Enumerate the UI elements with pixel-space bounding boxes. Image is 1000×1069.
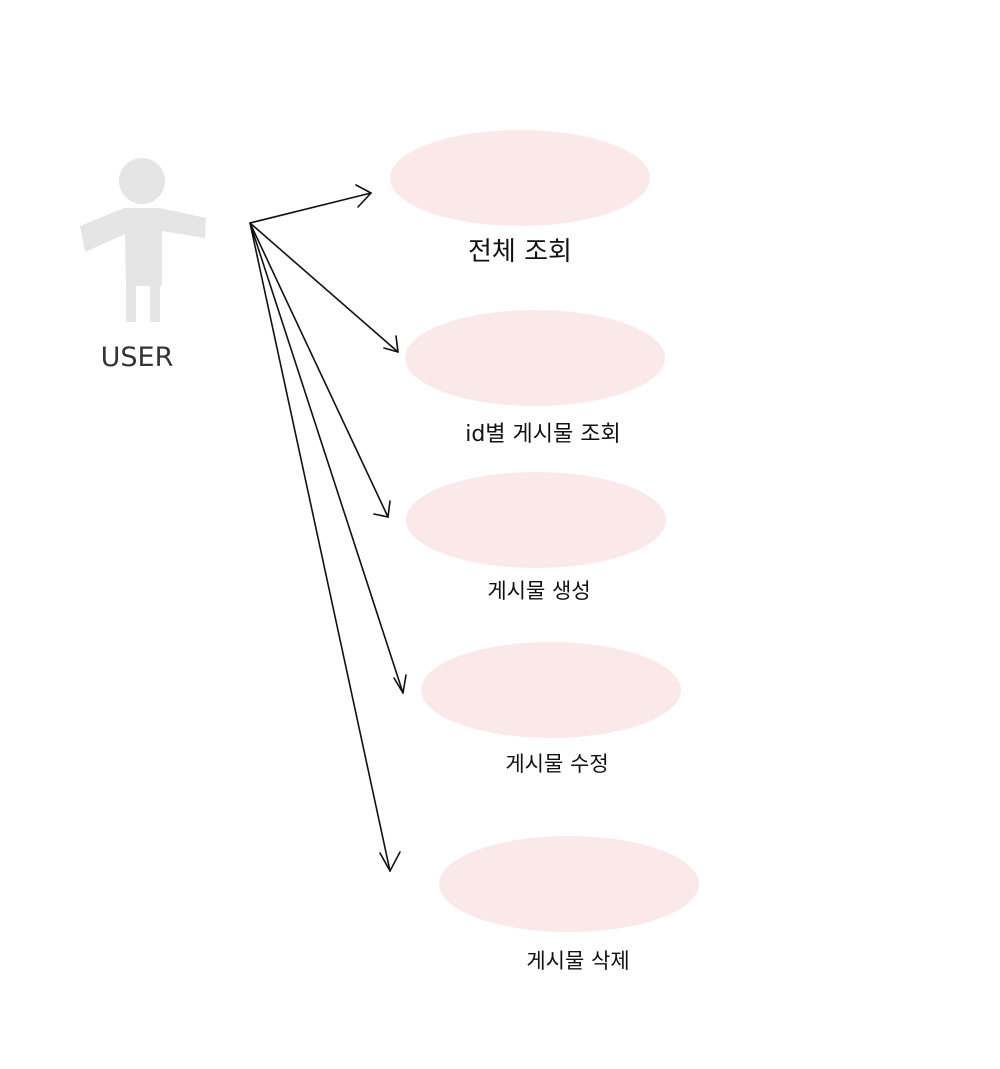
- arrow-to-create-post: [249, 222, 391, 518]
- use-case-ellipse: [421, 642, 681, 738]
- use-case-label: 게시물 생성: [487, 579, 590, 603]
- actor-right-leg: [150, 286, 160, 322]
- arrow-to-view-by-id: [249, 222, 399, 353]
- arrow-to-delete-post: [249, 222, 401, 872]
- actor-body: [80, 208, 206, 286]
- use-case-view-all: 전체 조회: [390, 130, 650, 267]
- use-case-update-post: 게시물 수정: [421, 642, 681, 776]
- associations: [249, 184, 407, 872]
- use-case-view-by-id: id별 게시물 조회: [405, 310, 665, 447]
- actor-label: USER: [101, 342, 174, 373]
- use-case-create-post: 게시물 생성: [406, 472, 666, 603]
- actor: USER: [80, 158, 206, 373]
- use-case-delete-post: 게시물 삭제: [439, 836, 699, 973]
- use-case-label: 게시물 수정: [505, 752, 608, 776]
- use-case-ellipse: [405, 310, 665, 406]
- use-case-label: 게시물 삭제: [526, 949, 629, 973]
- arrow-head: [379, 851, 401, 872]
- arrow-head: [383, 335, 399, 353]
- use-case-label: 전체 조회: [468, 237, 572, 267]
- use-case-label: id별 게시물 조회: [465, 422, 621, 447]
- actor-left-leg: [126, 286, 136, 322]
- use-case-ellipse: [439, 836, 699, 932]
- arrow-head: [373, 500, 391, 518]
- arrow-to-update-post: [249, 222, 407, 694]
- actor-head: [119, 158, 165, 204]
- use-cases: 전체 조회 id별 게시물 조회 게시물 생성 게시물 수정 게시물 삭제: [390, 130, 699, 973]
- arrow-head: [393, 674, 407, 694]
- use-case-ellipse: [406, 472, 666, 568]
- arrow-head: [355, 184, 372, 208]
- use-case-ellipse: [390, 130, 650, 226]
- arrow-to-view-all: [249, 184, 372, 224]
